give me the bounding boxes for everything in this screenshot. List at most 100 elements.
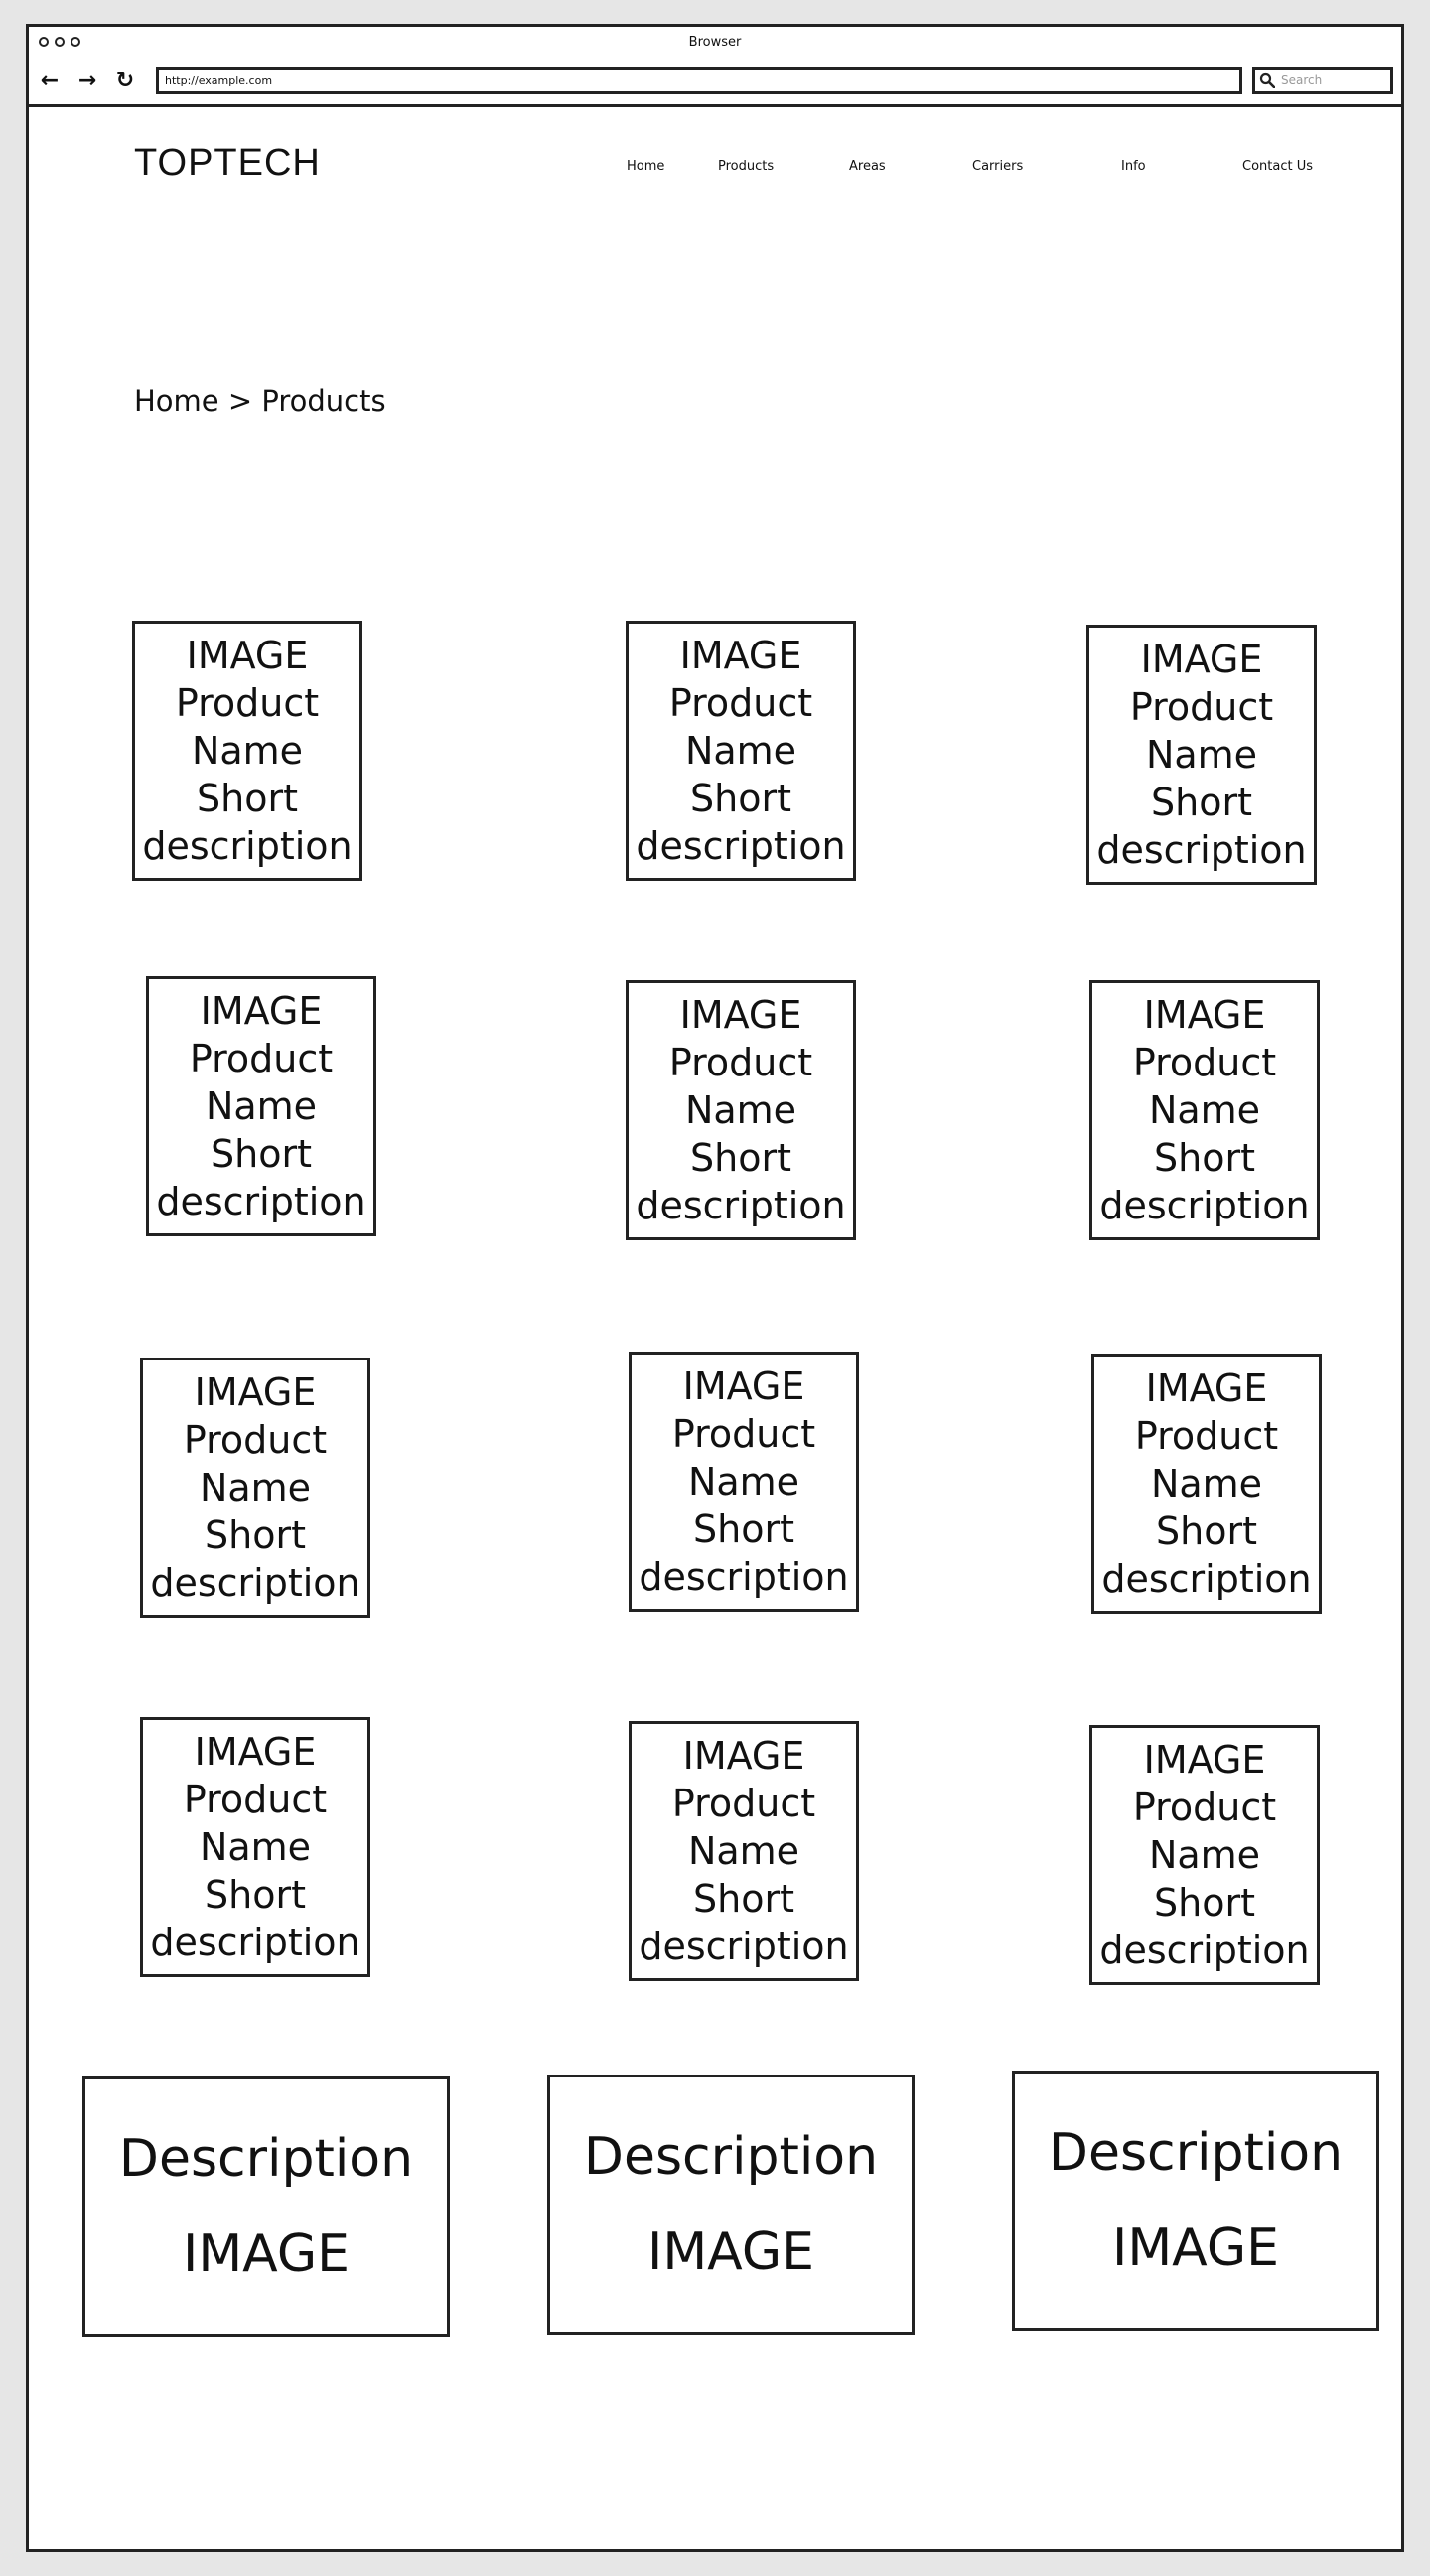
window-minimize-dot[interactable] (55, 37, 65, 47)
product-short-description: Short (1154, 1136, 1255, 1180)
product-name: Name (199, 1825, 312, 1869)
product-image-placeholder: IMAGE (186, 634, 309, 677)
search-placeholder: Search (1281, 73, 1323, 87)
product-card[interactable]: IMAGE Product Name Short description (626, 980, 856, 1240)
product-card[interactable]: IMAGE Product Name Short description (146, 976, 376, 1236)
product-name: Product (671, 1412, 816, 1456)
product-short-description: description (142, 824, 353, 868)
url-field[interactable]: http://example.com (156, 67, 1242, 94)
banner-image-placeholder: IMAGE (646, 2222, 814, 2282)
product-short-description: description (639, 1555, 849, 1599)
product-name: Product (668, 1041, 813, 1084)
product-short-description: Short (693, 1507, 794, 1551)
feature-banner[interactable]: Description IMAGE (1012, 2071, 1379, 2331)
product-short-description: Short (211, 1132, 312, 1176)
product-card[interactable]: IMAGE Product Name Short description (629, 1352, 859, 1612)
breadcrumb: Home > Products (134, 384, 386, 418)
nav-item-areas[interactable]: Areas (849, 159, 886, 174)
product-card[interactable]: IMAGE Product Name Short description (140, 1717, 370, 1977)
product-short-description: Short (690, 1136, 791, 1180)
forward-arrow-icon[interactable]: → (77, 69, 97, 93)
product-name: Product (1134, 1414, 1279, 1458)
banner-description: Description (118, 2129, 414, 2189)
product-name: Name (1150, 1462, 1263, 1505)
product-short-description: Short (1154, 1881, 1255, 1925)
product-name: Name (687, 1460, 800, 1503)
product-short-description: Short (693, 1877, 794, 1921)
product-image-placeholder: IMAGE (682, 1734, 805, 1778)
product-name: Product (183, 1418, 328, 1462)
product-card[interactable]: IMAGE Product Name Short description (1091, 1354, 1322, 1614)
product-name: Product (175, 681, 320, 725)
banner-description: Description (583, 2127, 879, 2187)
browser-search-field[interactable]: Search (1252, 67, 1393, 94)
nav-item-contact-us[interactable]: Contact Us (1242, 159, 1313, 174)
product-image-placeholder: IMAGE (679, 634, 802, 677)
window-maximize-dot[interactable] (71, 37, 80, 47)
product-name: Name (1148, 1833, 1261, 1877)
product-short-description: description (1099, 1184, 1310, 1227)
banner-description: Description (1048, 2123, 1344, 2183)
product-image-placeholder: IMAGE (1143, 1738, 1266, 1782)
product-short-description: Short (1151, 781, 1252, 824)
product-name: Name (684, 729, 797, 773)
page-content: TOPTECH Home Products Areas Carriers Inf… (29, 104, 1401, 2549)
product-image-placeholder: IMAGE (1140, 638, 1263, 681)
product-name: Name (1148, 1088, 1261, 1132)
feature-banner[interactable]: Description IMAGE (82, 2076, 450, 2337)
product-short-description: description (150, 1921, 360, 1964)
product-card[interactable]: IMAGE Product Name Short description (626, 621, 856, 881)
product-name: Product (1129, 685, 1274, 729)
product-name: Name (1145, 733, 1258, 777)
product-card[interactable]: IMAGE Product Name Short description (629, 1721, 859, 1981)
product-image-placeholder: IMAGE (1143, 993, 1266, 1037)
search-icon (1259, 72, 1275, 88)
window-close-dot[interactable] (39, 37, 49, 47)
product-image-placeholder: IMAGE (679, 993, 802, 1037)
product-short-description: description (636, 1184, 846, 1227)
main-nav: Home Products Areas Carriers Info Contac… (29, 159, 1401, 179)
product-card[interactable]: IMAGE Product Name Short description (140, 1358, 370, 1618)
product-short-description: Short (690, 777, 791, 820)
feature-banner[interactable]: Description IMAGE (547, 2075, 915, 2335)
product-name: Name (687, 1829, 800, 1873)
product-name: Name (684, 1088, 797, 1132)
product-short-description: description (639, 1925, 849, 1968)
product-image-placeholder: IMAGE (200, 989, 323, 1033)
product-name: Name (205, 1084, 318, 1128)
product-name: Product (189, 1037, 334, 1080)
nav-item-carriers[interactable]: Carriers (972, 159, 1024, 174)
banner-image-placeholder: IMAGE (182, 2224, 350, 2284)
nav-item-info[interactable]: Info (1121, 159, 1146, 174)
product-short-description: description (156, 1180, 366, 1223)
site-logo[interactable]: TOPTECH (134, 142, 321, 184)
banner-image-placeholder: IMAGE (1111, 2218, 1279, 2278)
product-short-description: Short (197, 777, 298, 820)
product-short-description: Short (205, 1873, 306, 1917)
product-name: Product (671, 1782, 816, 1825)
product-image-placeholder: IMAGE (194, 1730, 317, 1774)
product-name: Name (191, 729, 304, 773)
product-short-description: description (1101, 1557, 1312, 1601)
reload-icon[interactable]: ↻ (115, 69, 135, 93)
browser-window: Browser ← → ↻ http://example.com Search … (26, 24, 1404, 2552)
product-short-description: Short (205, 1513, 306, 1557)
product-card[interactable]: IMAGE Product Name Short description (1086, 625, 1317, 885)
product-short-description: description (1099, 1929, 1310, 1972)
product-name: Name (199, 1466, 312, 1509)
back-arrow-icon[interactable]: ← (40, 69, 60, 93)
nav-item-products[interactable]: Products (718, 159, 775, 174)
product-card[interactable]: IMAGE Product Name Short description (132, 621, 362, 881)
product-name: Product (668, 681, 813, 725)
product-name: Product (183, 1778, 328, 1821)
product-card[interactable]: IMAGE Product Name Short description (1089, 1725, 1320, 1985)
product-image-placeholder: IMAGE (682, 1364, 805, 1408)
nav-item-home[interactable]: Home (627, 159, 665, 174)
product-short-description: Short (1156, 1509, 1257, 1553)
window-title: Browser (688, 35, 742, 50)
product-image-placeholder: IMAGE (194, 1370, 317, 1414)
product-short-description: description (150, 1561, 360, 1605)
product-name: Product (1132, 1786, 1277, 1829)
product-card[interactable]: IMAGE Product Name Short description (1089, 980, 1320, 1240)
product-image-placeholder: IMAGE (1145, 1366, 1268, 1410)
